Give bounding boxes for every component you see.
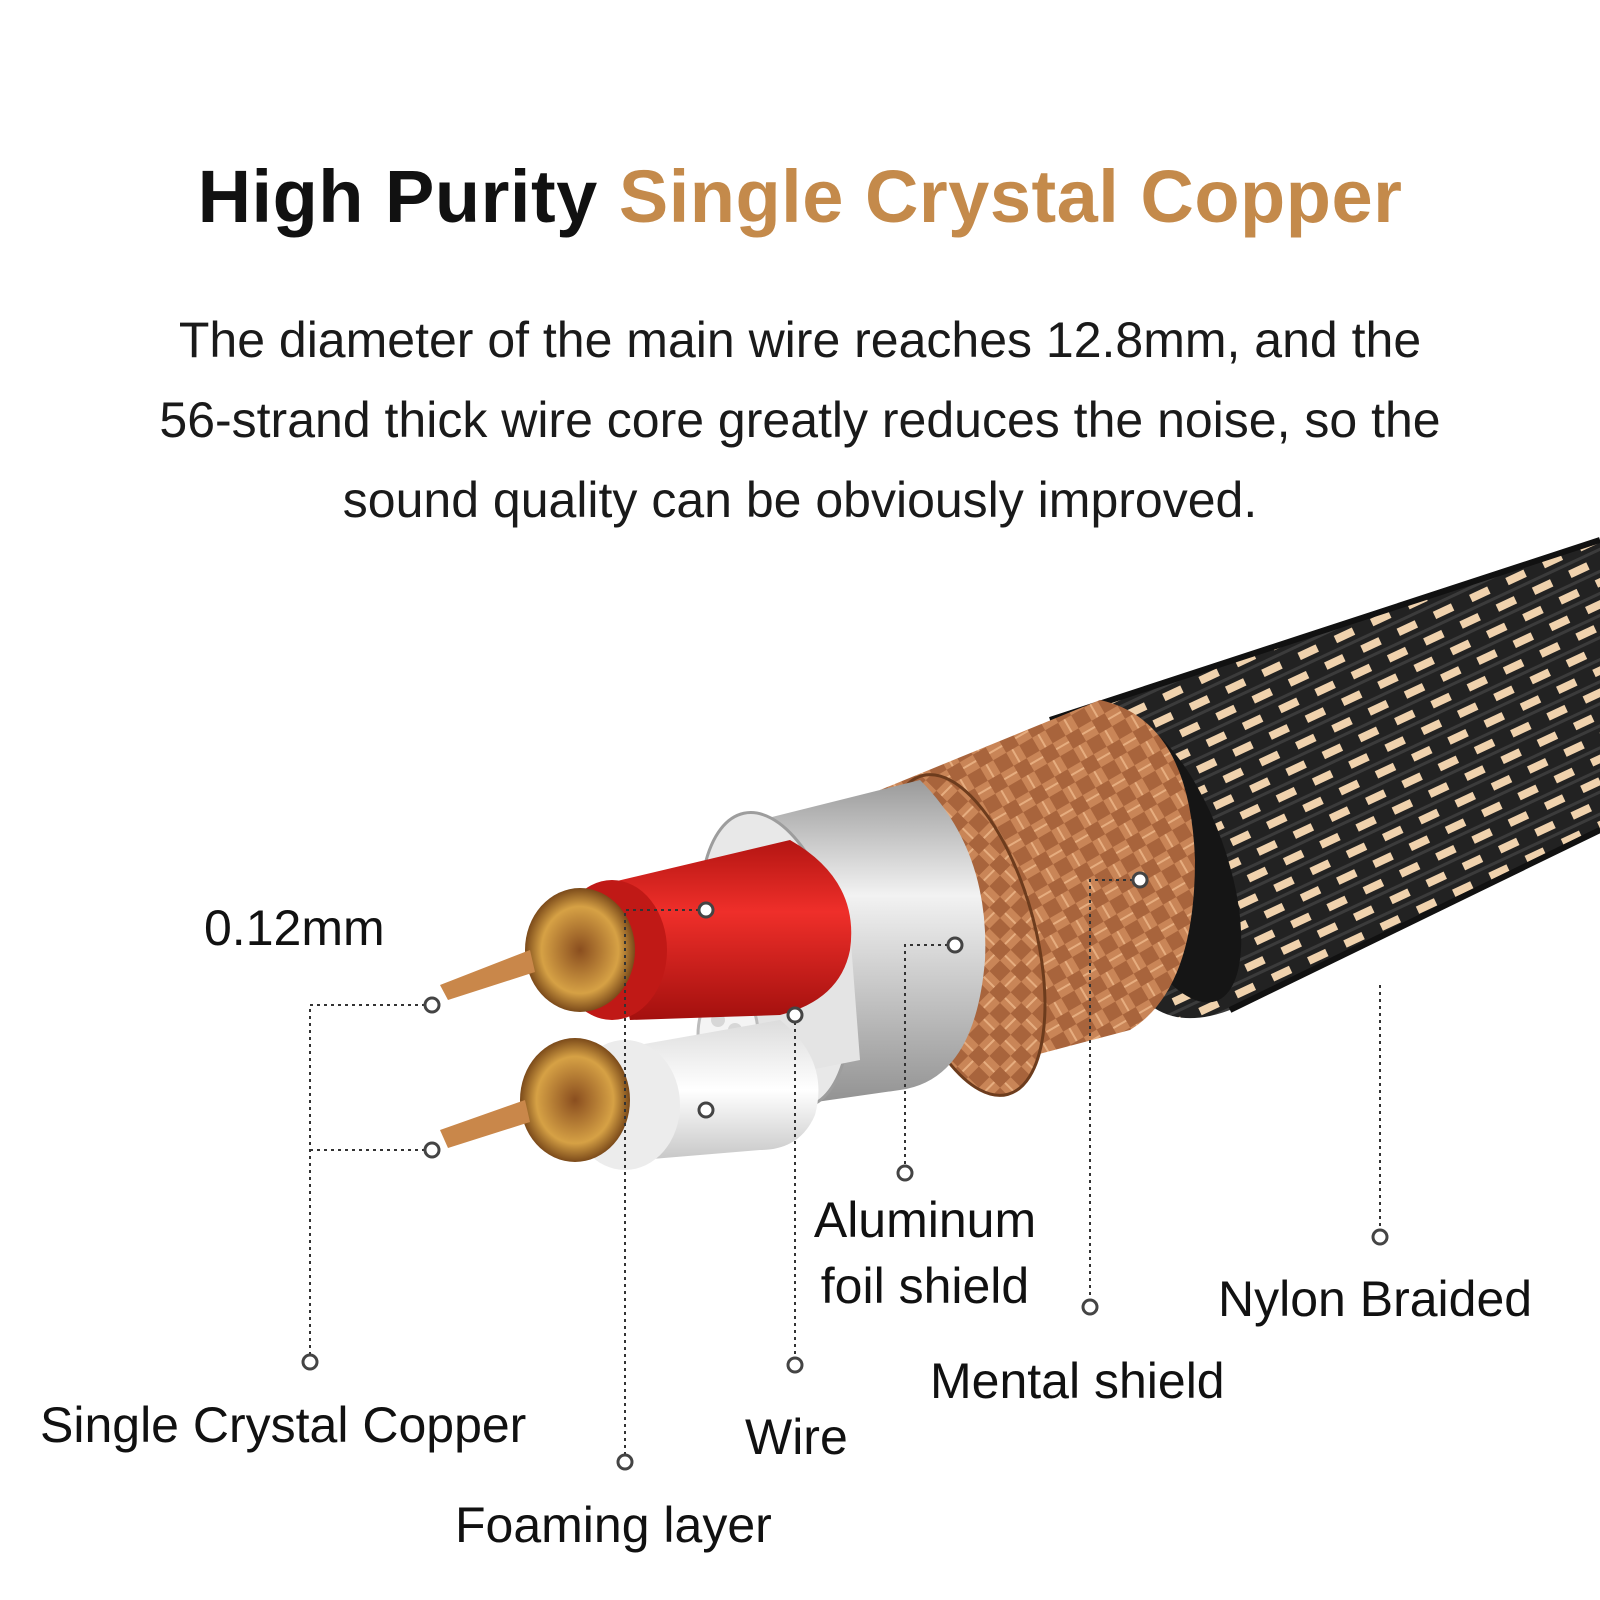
aluminum-foil-label: Aluminum foil shield xyxy=(805,1195,1045,1311)
strand-size-label: 0.12mm xyxy=(204,900,385,956)
nylon-braided-label: Nylon Braided xyxy=(1218,1271,1533,1327)
wire-label: Wire xyxy=(745,1409,848,1465)
callout-lines xyxy=(309,879,1381,1460)
red-conductor xyxy=(440,840,852,1020)
headline-prefix: High Purity xyxy=(197,155,598,238)
description-line-1: The diameter of the main wire reaches 12… xyxy=(178,312,1422,368)
foaming-layer-label: Foaming layer xyxy=(455,1497,772,1553)
description-line-2: 56-strand thick wire core greatly reduce… xyxy=(159,392,1441,448)
headline: High Purity Single Crystal Copper xyxy=(0,160,1600,234)
callout-markers xyxy=(301,871,1389,1471)
description-line-3: sound quality can be obviously improved. xyxy=(342,472,1258,528)
metal-shield-label: Mental shield xyxy=(930,1353,1225,1409)
description: The diameter of the main wire reaches 12… xyxy=(100,300,1500,540)
aluminum-foil-label-line-2: foil shield xyxy=(820,1258,1030,1314)
white-conductor xyxy=(440,1020,819,1170)
headline-accent: Single Crystal Copper xyxy=(618,155,1403,238)
aluminum-foil-label-line-1: Aluminum xyxy=(813,1192,1037,1248)
copper-label: Single Crystal Copper xyxy=(40,1397,527,1453)
